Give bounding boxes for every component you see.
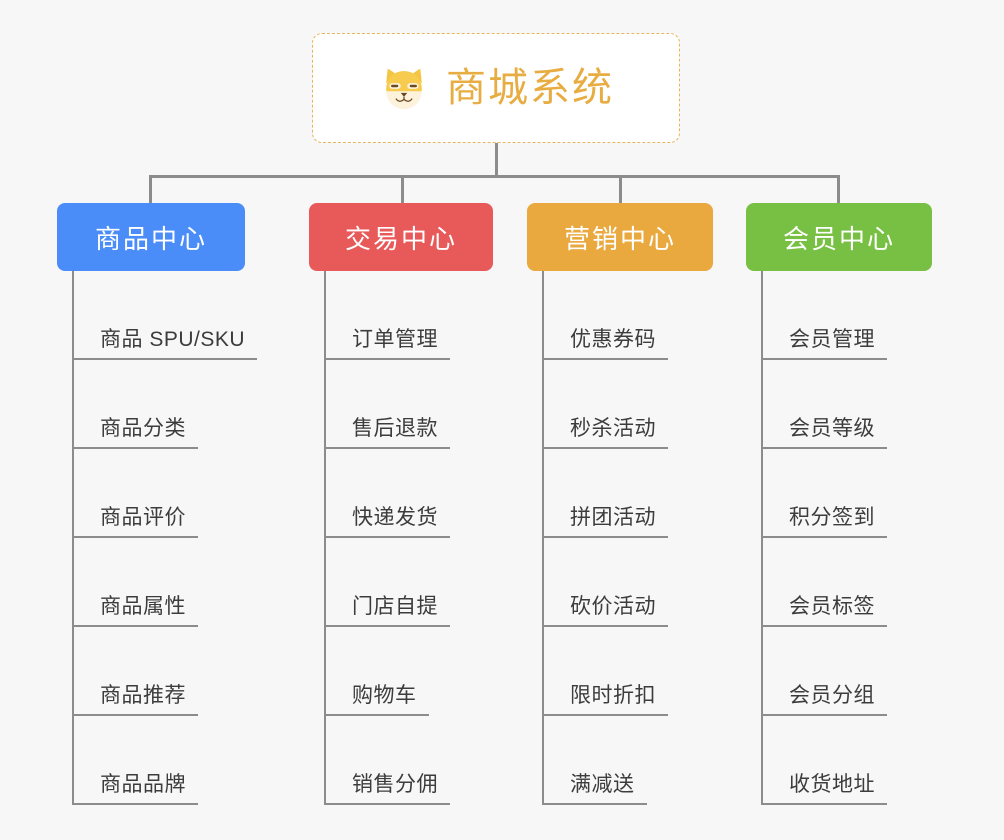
leaf-item[interactable]: 秒杀活动 — [542, 360, 668, 449]
category-label: 会员中心 — [782, 223, 895, 254]
leaf-item[interactable]: 会员分组 — [761, 627, 887, 716]
leaf-item-underline: 商品品牌 — [72, 772, 198, 805]
leaf-item-underline: 快递发货 — [324, 505, 450, 538]
leaf-item-underline: 限时折扣 — [542, 683, 668, 716]
leaf-item[interactable]: 商品属性 — [72, 538, 198, 627]
leaf-item-label: 秒杀活动 — [570, 416, 656, 440]
leaf-item-label: 销售分佣 — [352, 772, 438, 796]
leaf-item-label: 积分签到 — [789, 505, 875, 529]
leaf-item-underline: 积分签到 — [761, 505, 887, 538]
shiba-dog-face-icon — [378, 62, 430, 114]
leaf-item-underline: 砍价活动 — [542, 594, 668, 627]
leaf-item-underline: 商品属性 — [72, 594, 198, 627]
leaf-item-underline: 秒杀活动 — [542, 416, 668, 449]
leaf-item[interactable]: 限时折扣 — [542, 627, 668, 716]
leaf-item-label: 商品分类 — [100, 416, 186, 440]
leaf-item-label: 商品评价 — [100, 505, 186, 529]
leaf-item-label: 商品品牌 — [100, 772, 186, 796]
leaf-item[interactable]: 快递发货 — [324, 449, 450, 538]
leaf-item-underline: 商品推荐 — [72, 683, 198, 716]
leaf-spine-line — [324, 271, 326, 805]
leaf-item[interactable]: 会员等级 — [761, 360, 887, 449]
leaf-item[interactable]: 商品评价 — [72, 449, 198, 538]
leaf-item[interactable]: 售后退款 — [324, 360, 450, 449]
leaf-item[interactable]: 商品 SPU/SKU — [72, 271, 258, 360]
category-drop-line-3 — [618, 175, 622, 203]
leaf-spine-line — [72, 271, 74, 805]
leaf-item-label: 会员标签 — [789, 594, 875, 618]
root-stem-line — [494, 143, 498, 178]
leaf-item-underline: 门店自提 — [324, 594, 450, 627]
leaf-spine-line — [761, 271, 763, 805]
leaf-item-underline: 订单管理 — [324, 327, 450, 360]
leaf-item[interactable]: 商品推荐 — [72, 627, 198, 716]
category-header-1[interactable]: 商品中心 — [57, 203, 245, 271]
category-drop-line-1 — [148, 175, 152, 203]
leaf-item[interactable]: 商品品牌 — [72, 716, 198, 805]
leaf-item-label: 商品属性 — [100, 594, 186, 618]
root-node[interactable]: 商城系统 — [312, 33, 680, 143]
category-label: 营销中心 — [563, 223, 676, 254]
leaf-item[interactable]: 销售分佣 — [324, 716, 450, 805]
leaf-item-underline: 会员等级 — [761, 416, 887, 449]
leaf-item-underline: 会员管理 — [761, 327, 887, 360]
leaf-item[interactable]: 收货地址 — [761, 716, 887, 805]
leaf-item-label: 售后退款 — [352, 416, 438, 440]
leaf-item[interactable]: 会员标签 — [761, 538, 887, 627]
leaf-item[interactable]: 订单管理 — [324, 271, 450, 360]
leaf-item-underline: 收货地址 — [761, 772, 887, 805]
leaf-item-label: 商品 SPU/SKU — [100, 327, 246, 351]
leaf-item-label: 满减送 — [570, 772, 635, 796]
leaf-item-underline: 商品分类 — [72, 416, 198, 449]
leaf-item[interactable]: 砍价活动 — [542, 538, 668, 627]
leaf-item[interactable]: 拼团活动 — [542, 449, 668, 538]
leaf-item[interactable]: 积分签到 — [761, 449, 887, 538]
leaf-item-underline: 优惠券码 — [542, 327, 668, 360]
leaf-item-underline: 满减送 — [542, 772, 647, 805]
category-header-2[interactable]: 交易中心 — [309, 203, 493, 271]
leaf-item-label: 会员分组 — [789, 683, 875, 707]
leaf-item-underline: 商品评价 — [72, 505, 198, 538]
leaf-item-label: 商品推荐 — [100, 683, 186, 707]
leaf-item-underline: 售后退款 — [324, 416, 450, 449]
leaf-item-label: 门店自提 — [352, 594, 438, 618]
leaf-item-underline: 会员标签 — [761, 594, 887, 627]
category-drop-line-4 — [836, 175, 840, 203]
leaf-item-underline: 购物车 — [324, 683, 429, 716]
leaf-item[interactable]: 商品分类 — [72, 360, 198, 449]
leaf-item[interactable]: 满减送 — [542, 716, 647, 805]
leaf-item-underline: 会员分组 — [761, 683, 887, 716]
leaf-spine-line — [542, 271, 544, 805]
leaf-item[interactable]: 会员管理 — [761, 271, 887, 360]
leaf-item-label: 拼团活动 — [570, 505, 656, 529]
leaf-item[interactable]: 门店自提 — [324, 538, 450, 627]
category-bus-line — [148, 175, 840, 178]
leaf-item-label: 限时折扣 — [570, 683, 656, 707]
leaf-item-label: 购物车 — [352, 683, 417, 707]
category-header-4[interactable]: 会员中心 — [746, 203, 932, 271]
category-label: 交易中心 — [344, 223, 457, 254]
leaf-item-underline: 商品 SPU/SKU — [72, 327, 258, 360]
category-label: 商品中心 — [94, 223, 207, 254]
leaf-item[interactable]: 购物车 — [324, 627, 429, 716]
root-title: 商城系统 — [446, 66, 614, 110]
leaf-item[interactable]: 优惠券码 — [542, 271, 668, 360]
category-drop-line-2 — [400, 175, 404, 203]
leaf-item-label: 收货地址 — [789, 772, 875, 796]
leaf-item-underline: 拼团活动 — [542, 505, 668, 538]
leaf-item-underline: 销售分佣 — [324, 772, 450, 805]
leaf-item-label: 会员等级 — [789, 416, 875, 440]
leaf-item-label: 会员管理 — [789, 327, 875, 351]
category-header-3[interactable]: 营销中心 — [527, 203, 713, 271]
leaf-item-label: 订单管理 — [352, 327, 438, 351]
leaf-item-label: 快递发货 — [352, 505, 438, 529]
leaf-item-label: 优惠券码 — [570, 327, 656, 351]
leaf-item-label: 砍价活动 — [570, 594, 656, 618]
